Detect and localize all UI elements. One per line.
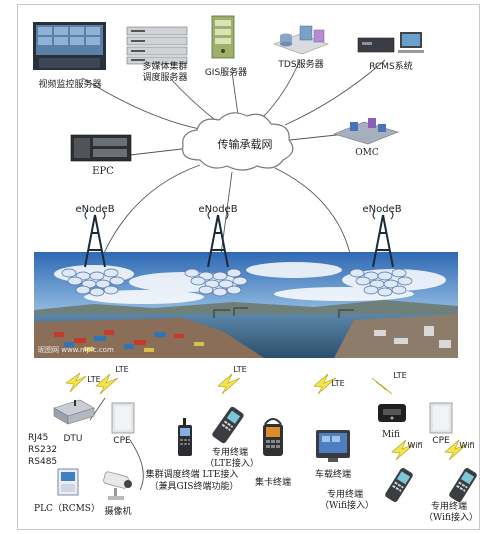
rcms-system-icon — [356, 30, 426, 60]
enodeb-label-3: eNodeB — [362, 204, 402, 215]
cluster-terminal-icon — [176, 418, 194, 458]
vehicle-terminal-icon — [314, 426, 354, 464]
lte-terminal-icon — [208, 405, 248, 445]
cloud-icon — [175, 108, 300, 176]
link-tds — [261, 59, 301, 119]
card-terminal-icon — [259, 414, 287, 458]
enodeb-label-1: eNodeB — [75, 204, 115, 215]
mifi-label: Mifi — [381, 430, 401, 440]
gis-server-icon — [208, 14, 238, 60]
link-label-lte-1: LTE — [87, 375, 101, 384]
gis-server-label: GIS服务器 — [204, 68, 248, 78]
link-gis — [231, 71, 239, 116]
tower-icon — [349, 210, 413, 297]
dtu-label: DTU — [63, 434, 83, 444]
tower-icon — [184, 210, 248, 297]
link-multimedia — [169, 77, 216, 121]
link-enb2 — [219, 171, 233, 263]
camera-label: 摄像机 — [104, 507, 132, 517]
lightning-icon — [371, 377, 393, 395]
epc-label: EPC — [92, 166, 114, 177]
multimedia-server-label-1: 多媒体集群 — [142, 62, 188, 72]
multimedia-server-icon — [125, 25, 189, 65]
port-label-rs232: RS232 — [28, 445, 58, 455]
cpe-icon — [428, 402, 454, 434]
link-label-lte-5: LTE — [393, 371, 407, 380]
lightning-icon — [444, 439, 468, 461]
camera-icon — [100, 470, 140, 502]
link-enb1 — [99, 164, 201, 263]
video-server-label: 视频监控服务器 — [38, 80, 102, 90]
cluster-terminal-label-1: 集群调度终端 LTE接入 — [145, 470, 239, 480]
link-video — [81, 77, 206, 131]
video-wall-icon — [33, 22, 106, 70]
cluster-terminal-label-2: （兼具GIS终端功能） — [149, 482, 239, 492]
wifi-terminal-label-1b: （Wifi接入） — [320, 501, 374, 511]
wifi-terminal-icon — [382, 466, 416, 504]
tds-server-label: TDS服务器 — [278, 60, 324, 70]
lightning-icon — [313, 373, 337, 395]
link-label-lte-2: LTE — [115, 365, 129, 374]
link-enb3 — [274, 167, 353, 263]
dtu-icon — [52, 398, 96, 426]
port-label-rj45: RJ45 — [28, 433, 49, 443]
cpe-icon — [110, 402, 136, 434]
link-label-wifi-2: Wifi — [459, 441, 475, 450]
transport-network-label: 传输承载网 — [217, 138, 273, 151]
port-label-rs485: RS485 — [28, 457, 58, 467]
plc-icon — [57, 468, 79, 496]
link-label-lte-4: LTE — [331, 379, 345, 388]
multimedia-server-label-2: 调度服务器 — [142, 73, 188, 83]
omc-label: OMC — [355, 148, 379, 158]
lte-terminal-label-1: 专用终端 — [211, 448, 248, 458]
card-terminal-label: 集卡终端 — [254, 478, 291, 488]
wifi-terminal-label-1a: 专用终端 — [326, 490, 363, 500]
wifi-terminal-label-2b: （Wifi接入） — [424, 513, 478, 523]
port-panorama-image: 昵图网 www.nipic.com — [34, 252, 458, 358]
lightning-icon — [95, 373, 119, 395]
tds-server-icon — [270, 22, 332, 56]
lightning-icon — [391, 439, 415, 461]
omc-icon — [330, 110, 402, 146]
plc-label: PLC（RCMS） — [34, 504, 100, 514]
lte-terminal-label-2: （LTE接入） — [205, 459, 259, 469]
watermark-text: 昵图网 www.nipic.com — [38, 346, 114, 354]
link-label-wifi-1: Wifi — [407, 441, 423, 450]
diagram-frame — [17, 4, 480, 530]
enodeb-label-2: eNodeB — [198, 204, 238, 215]
rcms-system-label: RCMS系统 — [369, 62, 413, 72]
vehicle-terminal-label: 车载终端 — [314, 470, 351, 480]
link-label-lte-3: LTE — [233, 365, 247, 374]
wifi-terminal-label-2a: 专用终端 — [430, 502, 467, 512]
link-rcms — [284, 59, 386, 126]
lightning-icon — [65, 372, 87, 393]
cpe-label-1: CPE — [113, 436, 131, 446]
link-camera — [129, 439, 144, 491]
cpe-label-2: CPE — [432, 436, 450, 446]
wifi-terminal-icon — [446, 466, 480, 504]
link-epc — [129, 147, 191, 156]
mifi-icon — [377, 402, 407, 424]
epc-icon — [70, 133, 132, 163]
tower-icon — [61, 210, 125, 297]
lightning-icon — [217, 373, 241, 395]
